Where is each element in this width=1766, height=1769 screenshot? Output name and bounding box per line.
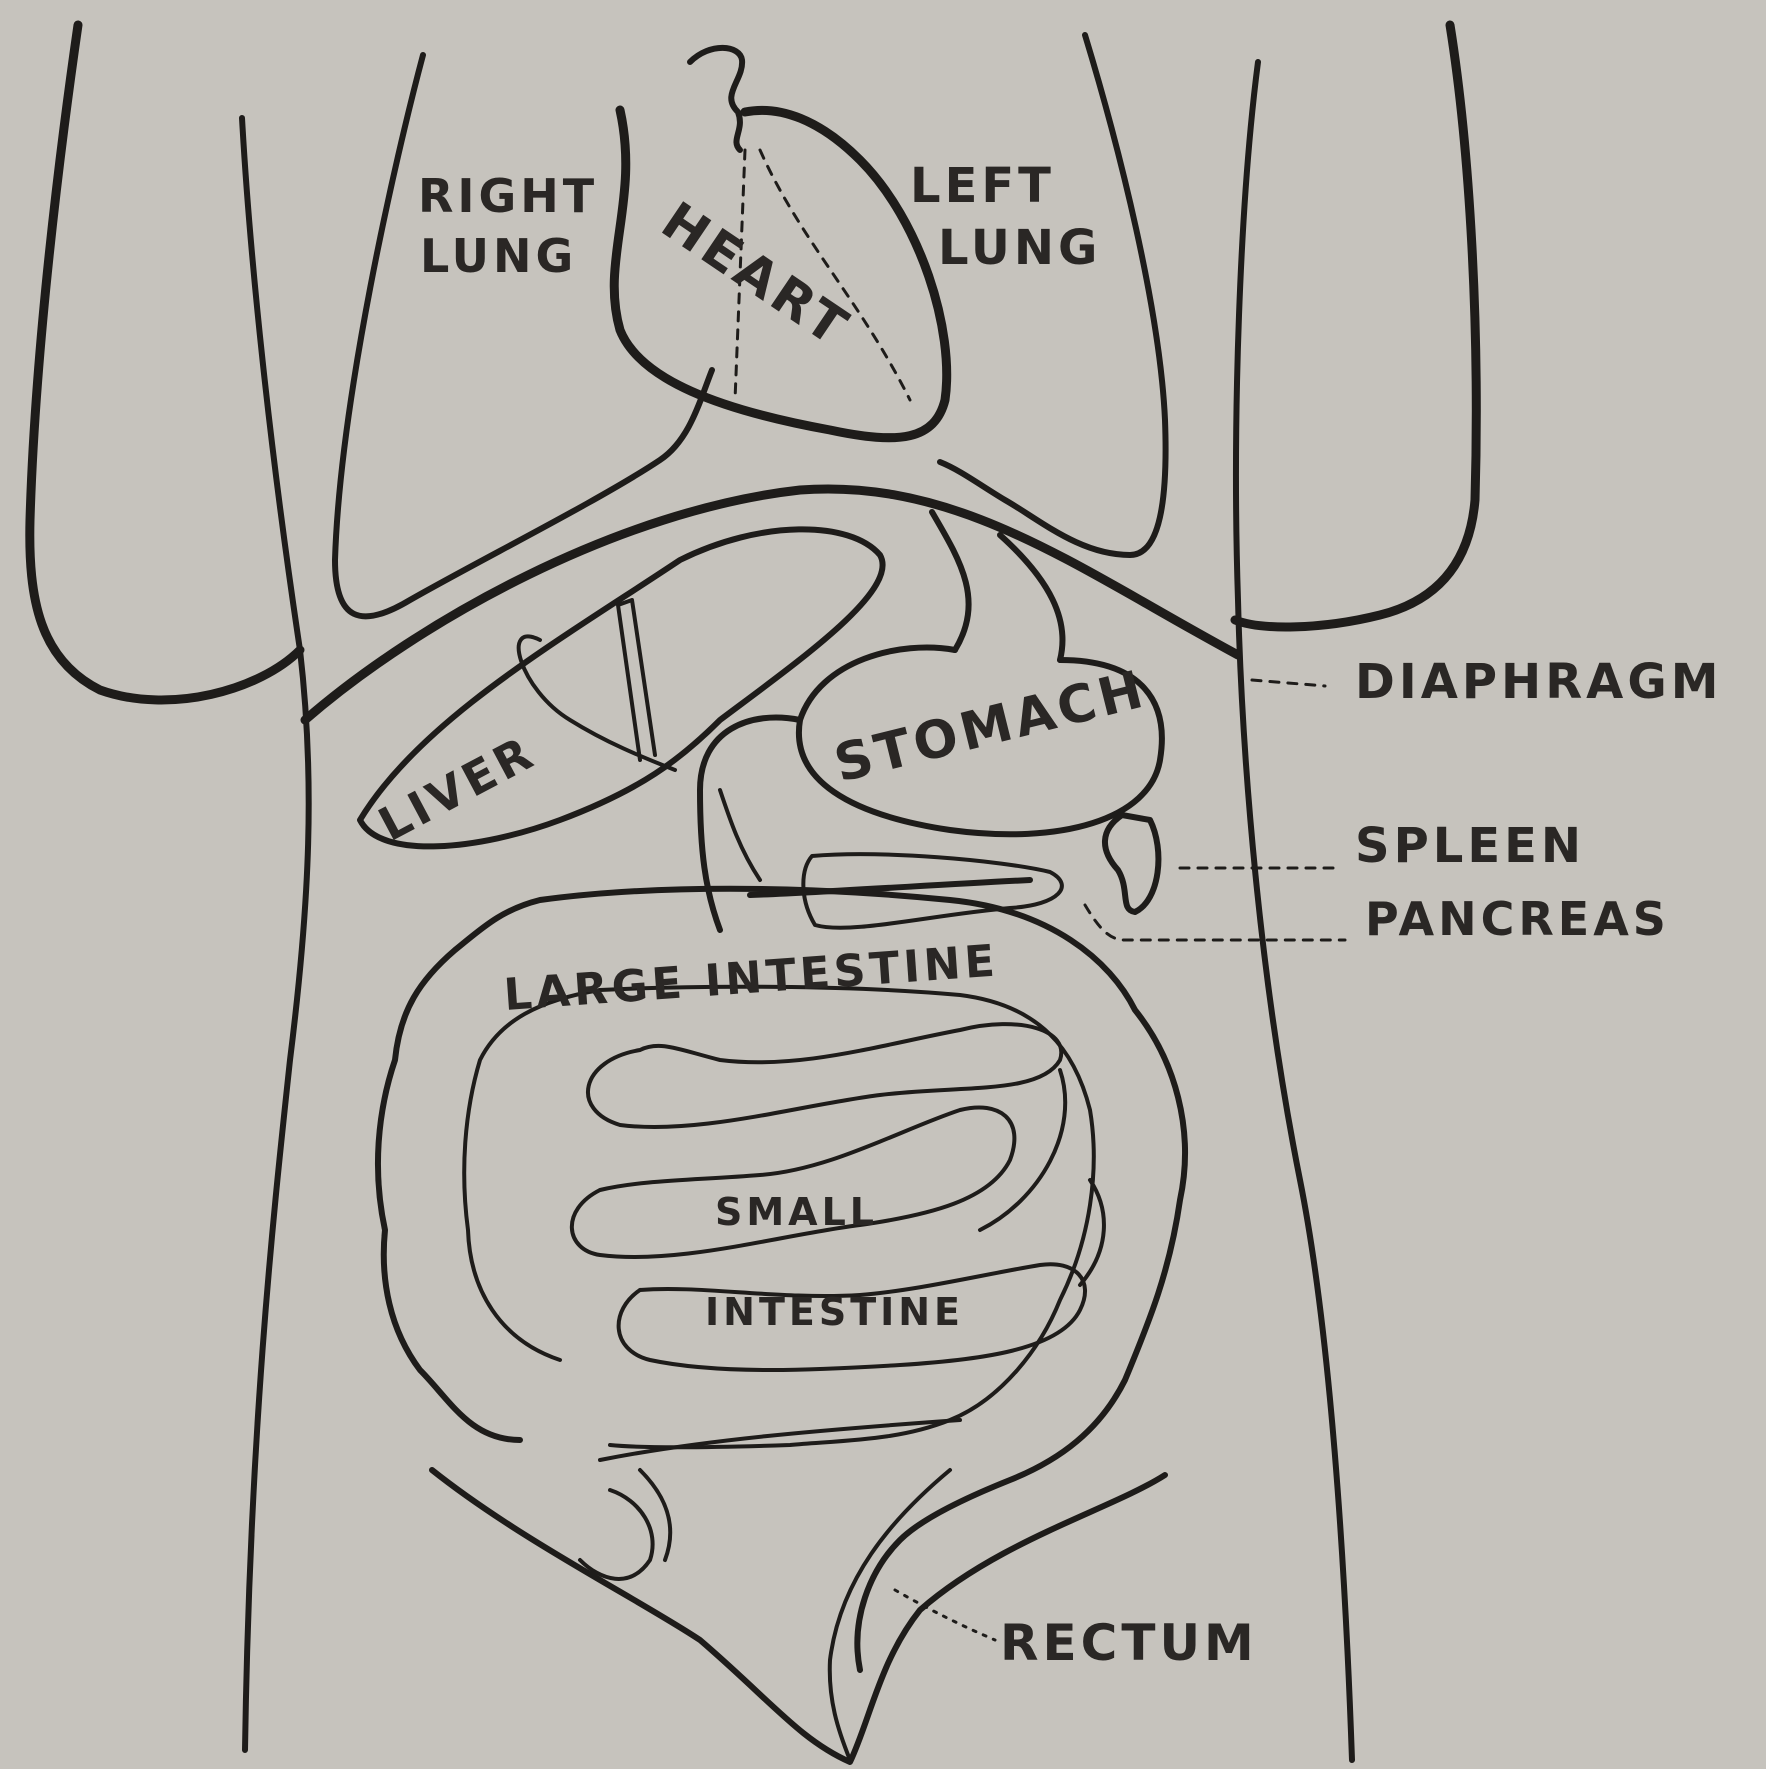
small-intestine-coil-1 — [588, 1024, 1061, 1127]
ileum-connection — [600, 1420, 960, 1460]
label-diaphragm: DIAPHRAGM — [1355, 654, 1722, 710]
labels: RIGHT LUNG LEFT LUNG HEART DIAPHRAGM STO… — [370, 158, 1723, 1672]
label-small-intestine-line2: INTESTINE — [705, 1290, 964, 1334]
label-right-lung-line2: LUNG — [420, 229, 577, 283]
torso-right-side — [1236, 62, 1352, 1760]
small-intestine-coil-2 — [572, 1107, 1015, 1257]
label-heart: HEART — [651, 191, 861, 360]
duodenum-inner — [720, 790, 760, 880]
torso-left-side — [242, 118, 309, 1750]
lungs — [335, 35, 1166, 616]
label-rectum: RECTUM — [1000, 1614, 1258, 1672]
label-pancreas: PANCREAS — [1365, 892, 1670, 946]
esophagus — [932, 512, 1063, 660]
right-arm-outer — [1235, 25, 1476, 627]
rectum-leader — [895, 1590, 995, 1640]
left-arm-outer — [30, 25, 300, 700]
spleen-outline — [1105, 815, 1158, 912]
diaphragm-leader — [1252, 680, 1325, 686]
label-stomach: STOMACH — [829, 659, 1153, 794]
label-left-lung-line1: LEFT — [910, 158, 1055, 214]
pancreas-leader — [1085, 905, 1345, 940]
right-lung-outline — [335, 55, 712, 616]
gallbladder-outline — [519, 636, 675, 770]
label-spleen: SPLEEN — [1355, 818, 1585, 874]
label-small-intestine-line1: SMALL — [715, 1190, 878, 1234]
appendix — [580, 1470, 670, 1579]
left-lung-outline — [940, 35, 1166, 555]
aorta — [690, 48, 742, 150]
bile-duct — [618, 600, 655, 760]
label-right-lung-line1: RIGHT — [418, 169, 598, 223]
duodenum — [700, 718, 800, 930]
label-large-intestine: LARGE INTESTINE — [502, 936, 1000, 1021]
large-intestine-outer — [378, 889, 1185, 1670]
label-left-lung-line2: LUNG — [938, 220, 1101, 276]
